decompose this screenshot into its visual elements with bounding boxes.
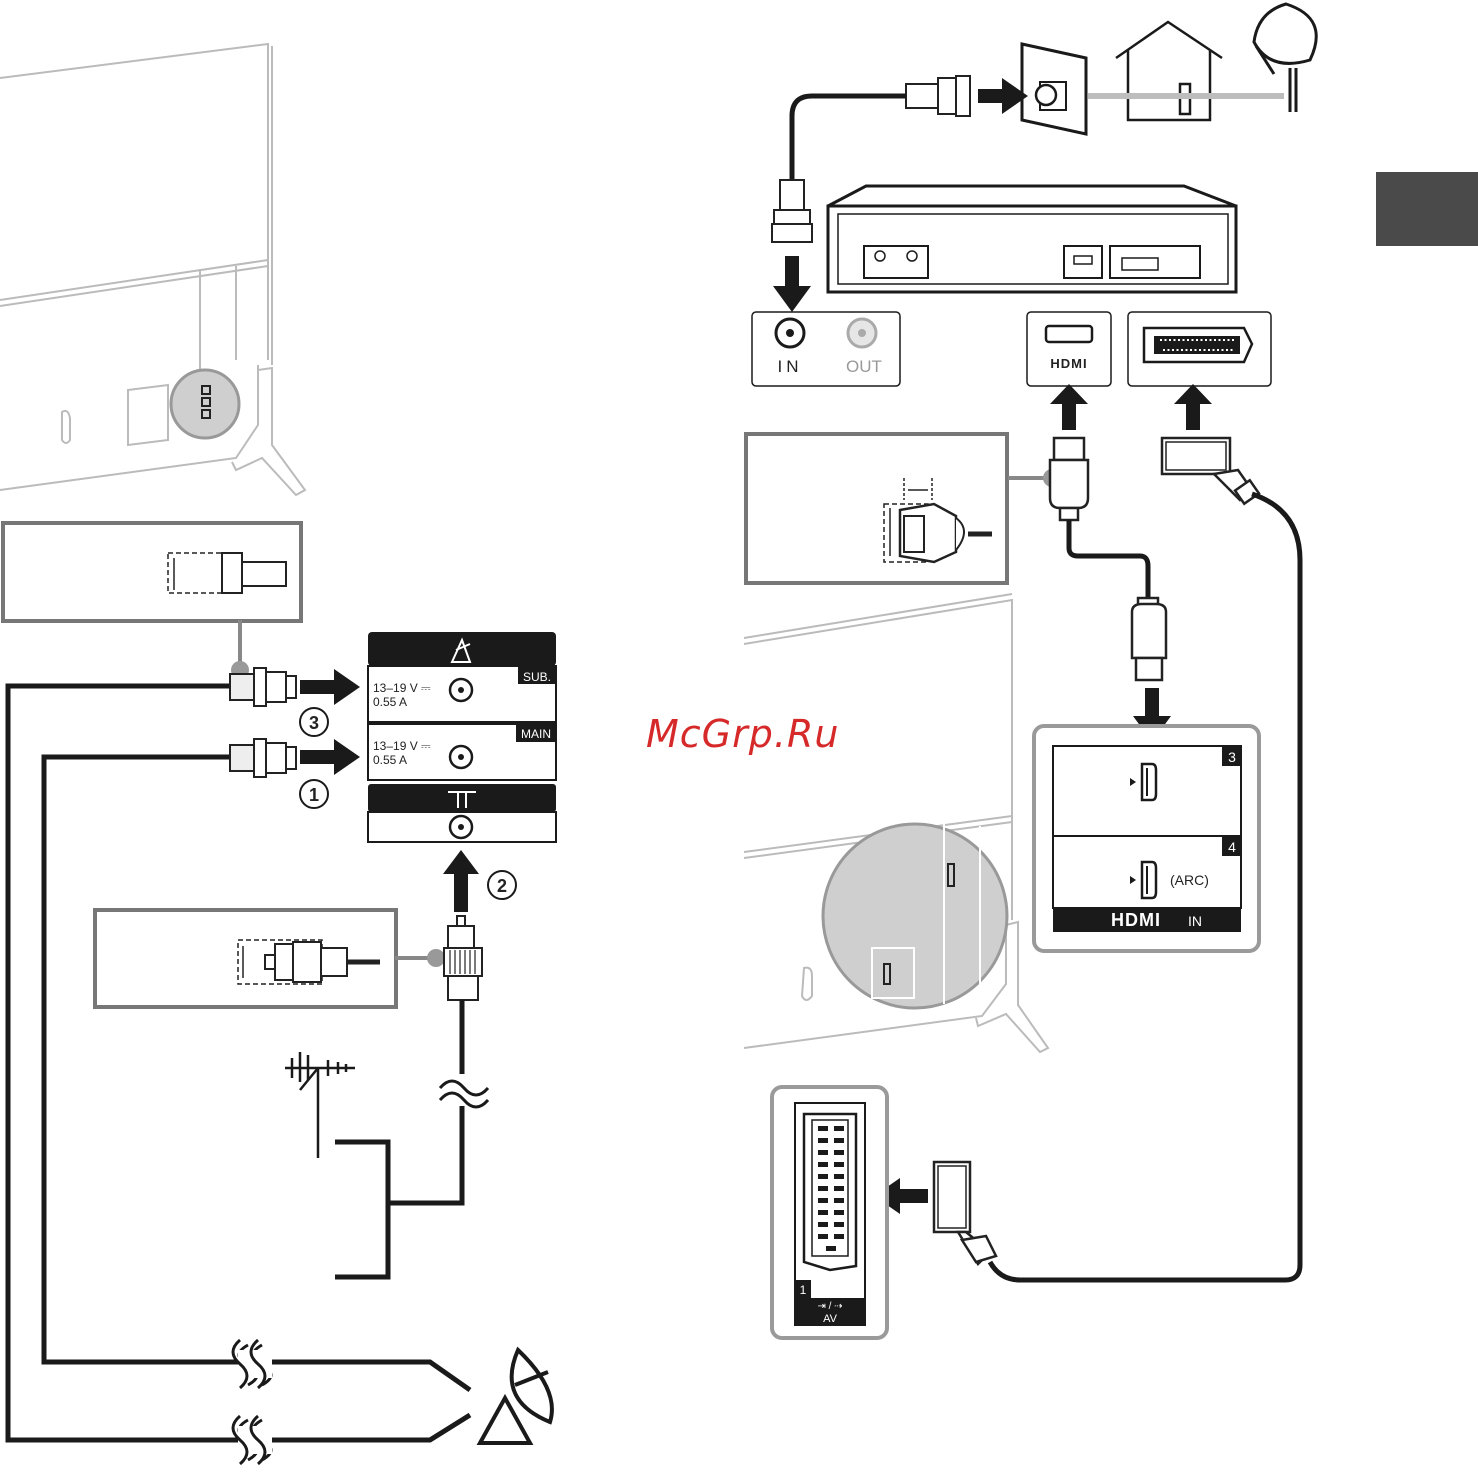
tv-right-speaker-slot [802,968,812,1000]
svg-text:3: 3 [309,713,319,733]
main-current: 0.55 A [373,753,407,767]
satellite-dish-icon [480,1350,552,1443]
recorder-cable-in [792,96,906,180]
step-3-marker: 3 [300,708,328,736]
tv-scart-panel: 1 ⇥ / ⇢ AV [772,1087,887,1338]
iec-plug-detail-box [95,910,445,1007]
sub-label: SUB. [523,670,551,684]
sub-current: 0.55 A [373,695,407,709]
step-2-marker: 2 [488,871,516,899]
page-tab [1376,172,1478,246]
sub-voltage: 13–19 V ⎓ [373,681,431,695]
svg-text:1: 1 [309,785,319,805]
wall-socket-icon [1022,44,1086,134]
iec-plug [444,916,482,1000]
arrow-to-sub [300,669,360,705]
satellite-terminal-panel: SUB. 13–19 V ⎓ 0.55 A MAIN 13–19 V ⎓ 0.5… [368,632,556,842]
arrow-to-recorder-in [773,256,811,312]
main-label: MAIN [521,727,551,741]
step-1-marker: 1 [300,780,328,808]
hdmi-plug-bottom [1132,598,1166,680]
arrow-to-antenna [443,850,479,912]
arrow-to-recorder-scart [1174,384,1212,430]
tv-hdmi-panel: 3 4 (ARC) HDMI IN [1034,726,1259,951]
arrow-to-recorder-hdmi [1050,384,1088,430]
house-icon [1116,22,1222,120]
in-label: IN [778,357,803,376]
hdmi-port-3-number: 3 [1228,749,1236,765]
coax-plug-top [906,76,970,116]
watermark: McGrp.Ru [646,712,839,756]
svg-text:2: 2 [497,876,507,896]
scart-plug-bottom [934,1162,996,1264]
tv-rear-left [0,44,305,495]
arrow-to-main [300,739,360,775]
recorder-in-port[interactable] [776,319,804,347]
arc-label: (ARC) [1170,872,1209,888]
recorder-out-port[interactable] [848,319,876,347]
tv-right-zoom-circle [823,824,1007,1008]
hdmi-cable [1069,520,1148,598]
sub-f-connector [230,668,296,706]
scart-port-icons: ⇥ / ⇢ [817,1301,842,1312]
terrestrial-cable [335,1000,462,1277]
scart-port-number: 1 [800,1283,807,1297]
recorder-scart-port[interactable] [1128,312,1271,386]
main-voltage: 13–19 V ⎓ [373,739,431,753]
main-f-connector [230,739,296,777]
recorder-hdmi-port[interactable]: HDMI [1027,312,1111,386]
tv-left-zoom-circle [171,370,239,438]
hdmi-in-label: IN [1188,913,1202,929]
hdmi-plug-detail-box [746,434,1061,583]
recorder-hdmi-logo: HDMI [1050,356,1087,371]
hdmi-plug-top [1050,438,1088,520]
main-port[interactable] [450,746,472,768]
hdmi-logo: HDMI [1111,910,1161,930]
recorder-antenna-ports: IN OUT [752,312,900,386]
scart-plug-top [1162,438,1259,504]
antenna-port[interactable] [450,816,472,838]
coax-plug-down [772,180,812,242]
tv-scart-port[interactable] [804,1114,856,1270]
f-connector-detail-box [3,523,301,679]
av-label: AV [823,1313,838,1325]
out-label: OUT [846,357,882,376]
sub-port[interactable] [450,679,472,701]
recorder-box [828,186,1236,292]
hdmi-port-4-number: 4 [1228,839,1236,855]
